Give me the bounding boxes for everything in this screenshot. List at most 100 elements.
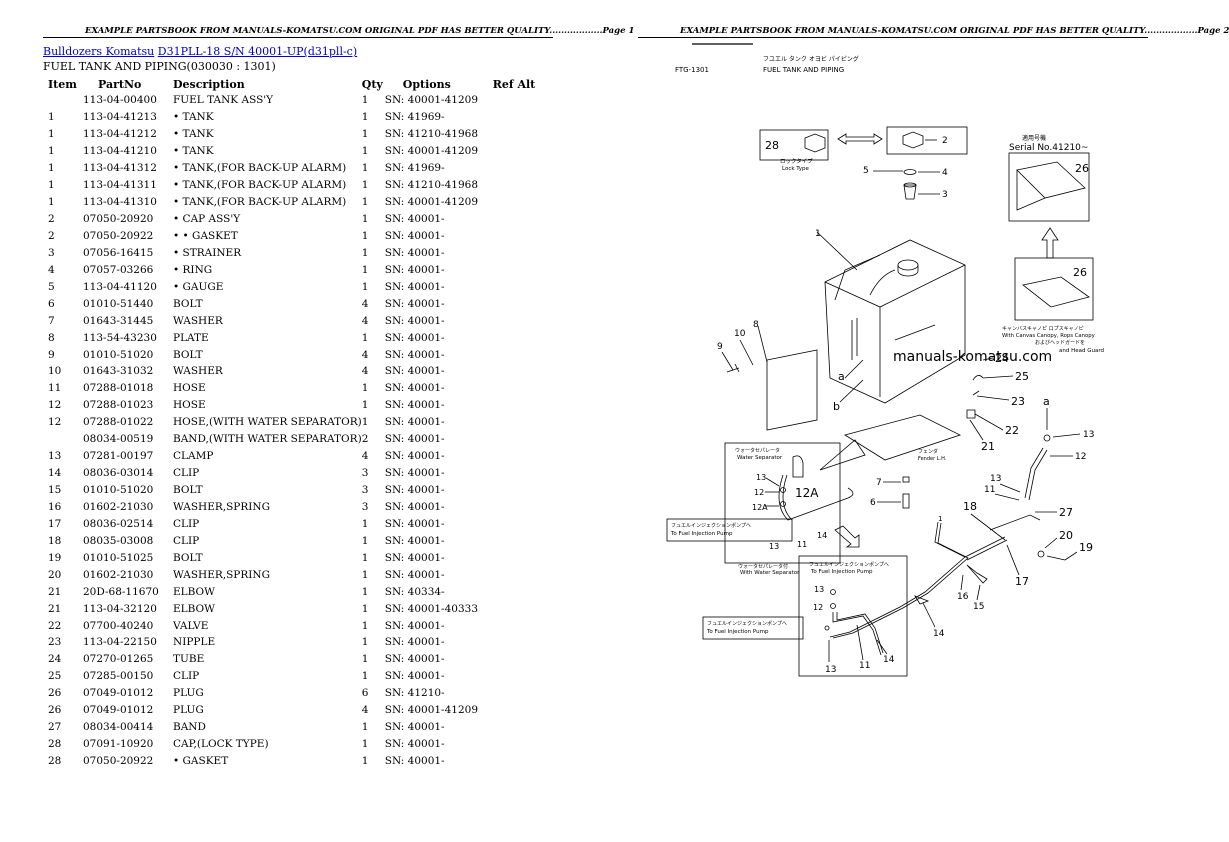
cell-partno: 07050-20922 [83, 229, 154, 242]
cell-partno: 07700-40240 [83, 619, 154, 632]
cell-partno: 07285-00150 [83, 670, 154, 683]
cell-options: SN: 41210-41968 [384, 128, 478, 141]
cell-qty: 1 [361, 517, 369, 530]
cell-qty: 1 [361, 670, 369, 683]
cell-options: SN: 40001- [384, 619, 445, 632]
cell-options: SN: 40001- [384, 433, 445, 446]
inj-pump-box-bottom [702, 616, 804, 640]
callout-12a-small: 12A [752, 503, 768, 512]
cell-refalt [493, 244, 536, 261]
cell-options: SN: 40001- [384, 551, 445, 564]
callout-13-mid: 13 [990, 474, 1001, 484]
cell-qty: 2 [361, 433, 369, 446]
cell-qty: 3 [361, 500, 369, 513]
pipe-upper [989, 514, 1041, 531]
cell-partno: 01602-21030 [83, 500, 154, 513]
cell-description: BOLT [173, 297, 203, 310]
cell-description: HOSE [173, 382, 206, 395]
callout-13-inj-bottom: 13 [825, 665, 836, 675]
water-sep-hose [778, 474, 854, 521]
callout-12a: 12A [795, 486, 819, 500]
cell-item: 10 [48, 365, 62, 378]
cell-item [43, 431, 83, 448]
cell-description: NIPPLE [173, 636, 216, 649]
cell-qty: 1 [361, 416, 369, 429]
callout-17: 17 [1015, 575, 1029, 588]
cell-item: 17 [48, 517, 62, 530]
cell-partno: 07057-03266 [83, 263, 154, 276]
cell-options: SN: 40001- [384, 755, 445, 768]
inj-pump-jp: フュエルインジェクションポンプへ [671, 522, 751, 529]
callout-10: 10 [734, 329, 746, 339]
cell-options: SN: 40001- [384, 416, 445, 429]
serial-tank-panel [1016, 161, 1086, 199]
col-description-header: Description [173, 77, 245, 91]
cell-options: SN: 40001- [384, 246, 445, 259]
watermark: manuals-komatsu.com [893, 349, 1052, 365]
cell-refalt [493, 261, 536, 278]
cell-item: 21 [48, 602, 62, 615]
cell-item: 21 [48, 585, 62, 598]
cell-options: SN: 40001- [384, 500, 445, 513]
page-2: EXAMPLE PARTSBOOK FROM MANUALS-KOMATSU.C… [595, 0, 1229, 842]
callout-14-pipe: 14 [933, 629, 945, 639]
cell-qty: 1 [361, 738, 369, 751]
callout-8: 8 [753, 320, 759, 330]
cell-partno: 113-04-00400 [83, 94, 157, 107]
header-rule [638, 37, 1148, 38]
cell-description: CLIP [173, 467, 200, 480]
inj-pump-jp-2: フュエルインジェクションポンプへ [809, 561, 889, 568]
cell-refalt [493, 532, 536, 549]
parts-table: Item PartNo Description Qty Options Ref … [43, 76, 535, 770]
cell-refalt [493, 685, 536, 702]
cell-description: PLUG [173, 687, 204, 700]
cell-item: 26 [48, 704, 62, 717]
cell-partno: 113-04-22150 [83, 636, 157, 649]
cell-options: SN: 40001- [384, 229, 445, 242]
callout-23: 23 [1011, 395, 1025, 408]
cell-refalt [493, 617, 536, 634]
diagram-fig-number: FTG-1301 [675, 66, 709, 74]
cell-item: 1 [48, 111, 55, 124]
callout-28: 28 [765, 139, 779, 152]
cell-refalt [493, 465, 536, 482]
inj-pump-jp-3: フュエルインジェクションポンプへ [707, 620, 787, 627]
cell-partno: 113-04-41310 [83, 196, 157, 209]
callout-13-inj: 13 [814, 585, 824, 594]
callout-12-inj: 12 [813, 603, 823, 612]
cell-options: SN: 40001- [384, 534, 445, 547]
cell-options: SN: 40001- [384, 348, 445, 361]
header-rule [43, 37, 553, 38]
cell-options: SN: 40001- [384, 568, 445, 581]
std-cap-box [886, 126, 968, 155]
breadcrumb-link-category[interactable]: Bulldozers Komatsu [43, 45, 155, 58]
breadcrumb-link-model[interactable]: D31PLL-18 S/N 40001-UP(d31pll-c) [157, 45, 358, 58]
lock-type-label: Lock Type [782, 166, 810, 172]
cell-refalt [493, 329, 536, 346]
cell-partno: 01010-51025 [83, 551, 154, 564]
injector-box [798, 555, 908, 677]
cell-description: • RING [173, 263, 213, 276]
cell-item: 1 [48, 145, 55, 158]
cell-qty: 4 [361, 704, 369, 717]
cell-qty: 1 [361, 382, 369, 395]
cell-qty: 1 [361, 162, 369, 175]
cell-item: 25 [48, 670, 62, 683]
cell-qty: 1 [361, 263, 369, 276]
section-title: FUEL TANK AND PIPING(030030 : 1301) [43, 60, 276, 73]
std-cap-icon [902, 131, 924, 149]
cell-item: 19 [48, 551, 62, 564]
col-partno-header: PartNo [98, 77, 142, 91]
cell-refalt [493, 143, 536, 160]
cell-description: WASHER,SPRING [173, 568, 270, 581]
cell-description: • GAUGE [173, 280, 224, 293]
